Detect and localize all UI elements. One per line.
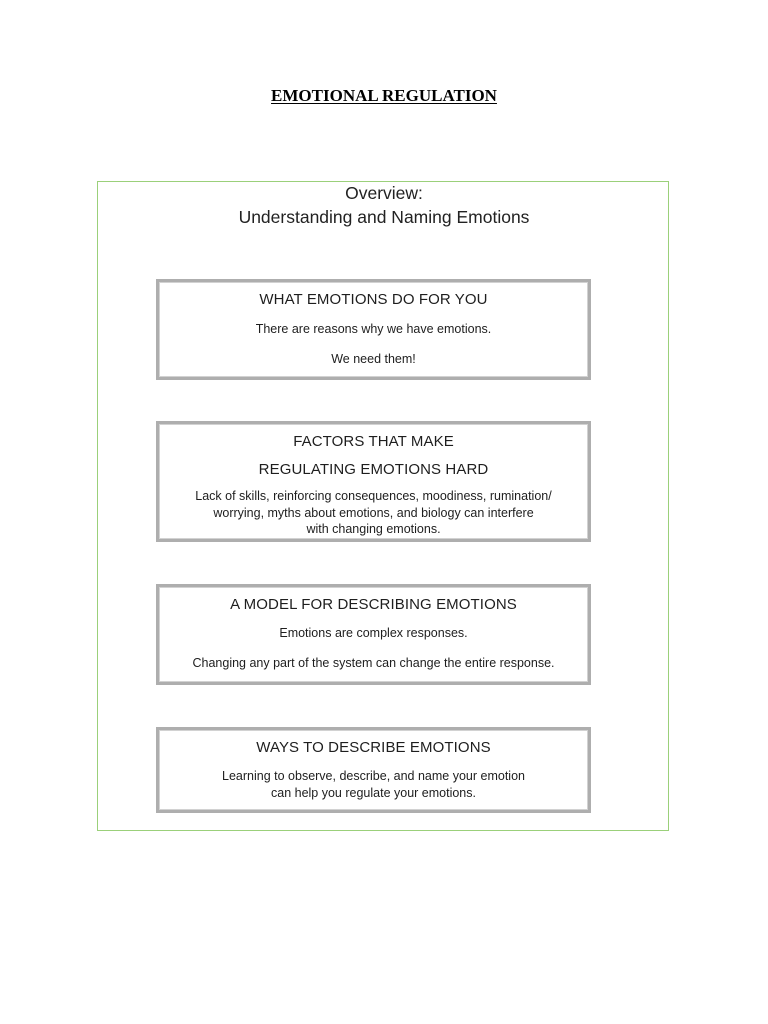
section-text: can help you regulate your emotions. xyxy=(271,785,476,800)
section-box-ways-to-describe: WAYS TO DESCRIBE EMOTIONS Learning to ob… xyxy=(156,727,591,813)
section-box-what-emotions-do: WHAT EMOTIONS DO FOR YOU There are reaso… xyxy=(156,279,591,380)
section-text: Changing any part of the system can chan… xyxy=(192,655,555,670)
section-text: worrying, myths about emotions, and biol… xyxy=(213,505,534,520)
overview-heading: Overview: Understanding and Naming Emoti… xyxy=(0,181,768,229)
overview-heading-line-1: Overview: xyxy=(345,183,423,203)
section-text: Learning to observe, describe, and name … xyxy=(222,769,525,783)
section-text: Lack of skills, reinforcing consequences… xyxy=(195,489,552,503)
section-text: with changing emotions. xyxy=(306,522,441,536)
section-text: We need them! xyxy=(331,351,416,366)
section-text: Emotions are complex responses. xyxy=(279,626,468,640)
section-text: There are reasons why we have emotions. xyxy=(255,322,492,336)
section-box-model-describing: A MODEL FOR DESCRIBING EMOTIONS Emotions… xyxy=(156,584,591,685)
section-title: REGULATING EMOTIONS HARD xyxy=(258,461,489,478)
section-title: FACTORS THAT MAKE xyxy=(293,433,454,450)
overview-heading-line-2: Understanding and Naming Emotions xyxy=(238,207,530,227)
section-title: A MODEL FOR DESCRIBING EMOTIONS xyxy=(230,596,517,613)
document-title: EMOTIONAL REGULATION xyxy=(271,86,497,105)
section-title: WAYS TO DESCRIBE EMOTIONS xyxy=(256,739,491,756)
section-title: WHAT EMOTIONS DO FOR YOU xyxy=(259,291,488,308)
overview-frame xyxy=(97,181,669,831)
section-box-factors-hard: FACTORS THAT MAKE REGULATING EMOTIONS HA… xyxy=(156,421,591,542)
